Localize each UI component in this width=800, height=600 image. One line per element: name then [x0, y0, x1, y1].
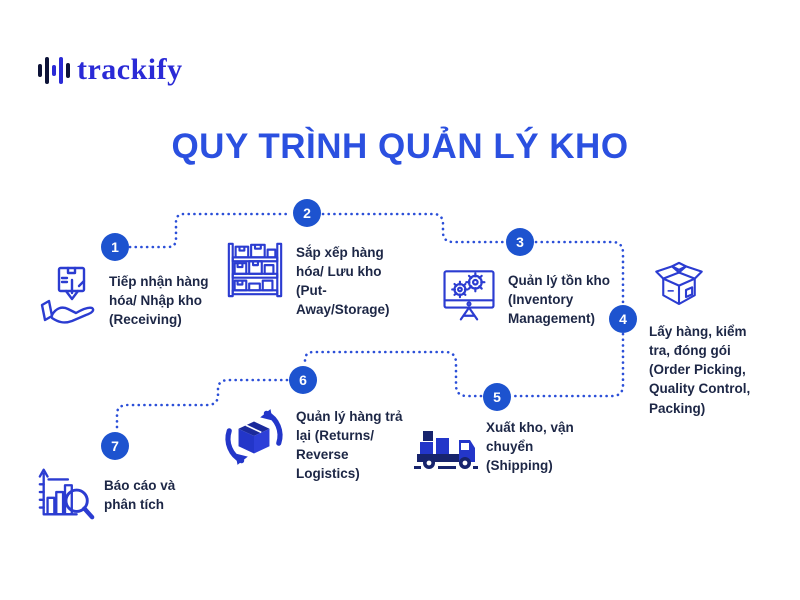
inventory-monitor-gears-icon — [440, 265, 498, 328]
step-7: Báo cáo và phân tích — [34, 462, 199, 524]
step-1-label: Tiếp nhận hàng hóa/ Nhập kho (Receiving) — [109, 274, 209, 328]
equalizer-bars-icon — [38, 50, 70, 90]
step-3-number: 3 — [506, 228, 534, 256]
connector-3-4 — [534, 240, 625, 306]
step-1-number: 1 — [101, 233, 129, 261]
page-title: QUY TRÌNH QUẢN LÝ KHO — [171, 127, 629, 166]
step-4-label: Lấy hàng, kiểm tra, đóng gói (Order Pick… — [649, 324, 751, 416]
step-6-number: 6 — [289, 366, 317, 394]
storage-shelf-icon — [224, 238, 286, 320]
shipping-truck-icon — [414, 416, 478, 475]
step-6-label: Quản lý hàng trả lại (Returns/ Reverse L… — [296, 409, 403, 482]
step-2: Sắp xếp hàng hóa/ Lưu kho (Put-Away/Stor… — [224, 238, 404, 320]
step-5-number: 5 — [483, 383, 511, 411]
report-analytics-icon — [34, 462, 96, 524]
step-5-label: Xuất kho, vận chuyển (Shipping) — [486, 420, 574, 474]
step-2-label: Sắp xếp hàng hóa/ Lưu kho (Put-Away/Stor… — [296, 245, 390, 318]
receiving-hand-box-icon — [36, 264, 100, 329]
logo: trackify — [38, 50, 183, 90]
step-1: Tiếp nhận hàng hóa/ Nhập kho (Receiving) — [36, 264, 221, 329]
step-2-number: 2 — [293, 199, 321, 227]
step-4: Lấy hàng, kiểm tra, đóng gói (Order Pick… — [649, 255, 767, 418]
connector-2-3 — [321, 212, 506, 244]
step-3-label: Quản lý tồn kho (Inventory Management) — [508, 273, 611, 327]
connector-4-5 — [511, 332, 625, 398]
step-5: Xuất kho, vận chuyển (Shipping) — [414, 416, 588, 475]
returns-reverse-logistics-icon — [221, 404, 287, 484]
connector-1-2 — [128, 212, 293, 249]
step-7-number: 7 — [101, 432, 129, 460]
step-7-label: Báo cáo và phân tích — [104, 478, 176, 513]
connector-5-6 — [303, 350, 483, 398]
logo-text: trackify — [77, 53, 183, 86]
step-6: Quản lý hàng trả lại (Returns/ Reverse L… — [221, 404, 416, 484]
step-4-number: 4 — [609, 305, 637, 333]
open-box-icon — [651, 255, 767, 311]
step-3: Quản lý tồn kho (Inventory Management) — [440, 265, 620, 328]
